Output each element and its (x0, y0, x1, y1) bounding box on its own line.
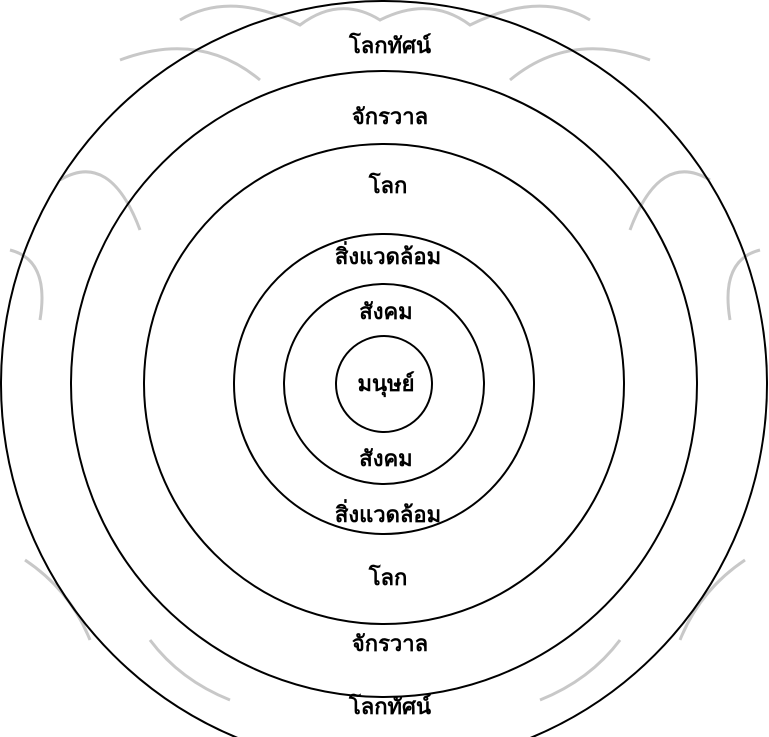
label-worldview-top: โลกทัศน์ (348, 32, 431, 59)
label-environment-top: สิ่งแวดล้อม (335, 240, 441, 270)
label-universe-top: จักรวาล (352, 105, 428, 130)
label-environment-bottom: สิ่งแวดล้อม (335, 498, 441, 528)
label-society-bottom: สังคม (359, 447, 412, 472)
label-world-top: โลก (368, 172, 408, 199)
label-world-bottom: โลก (368, 564, 408, 591)
label-humans-center: มนุษย์ (358, 371, 415, 398)
label-society-top: สังคม (359, 300, 412, 325)
label-worldview-bottom: โลกทัศน์ (348, 693, 431, 720)
label-universe-bottom: จักรวาล (352, 632, 428, 657)
